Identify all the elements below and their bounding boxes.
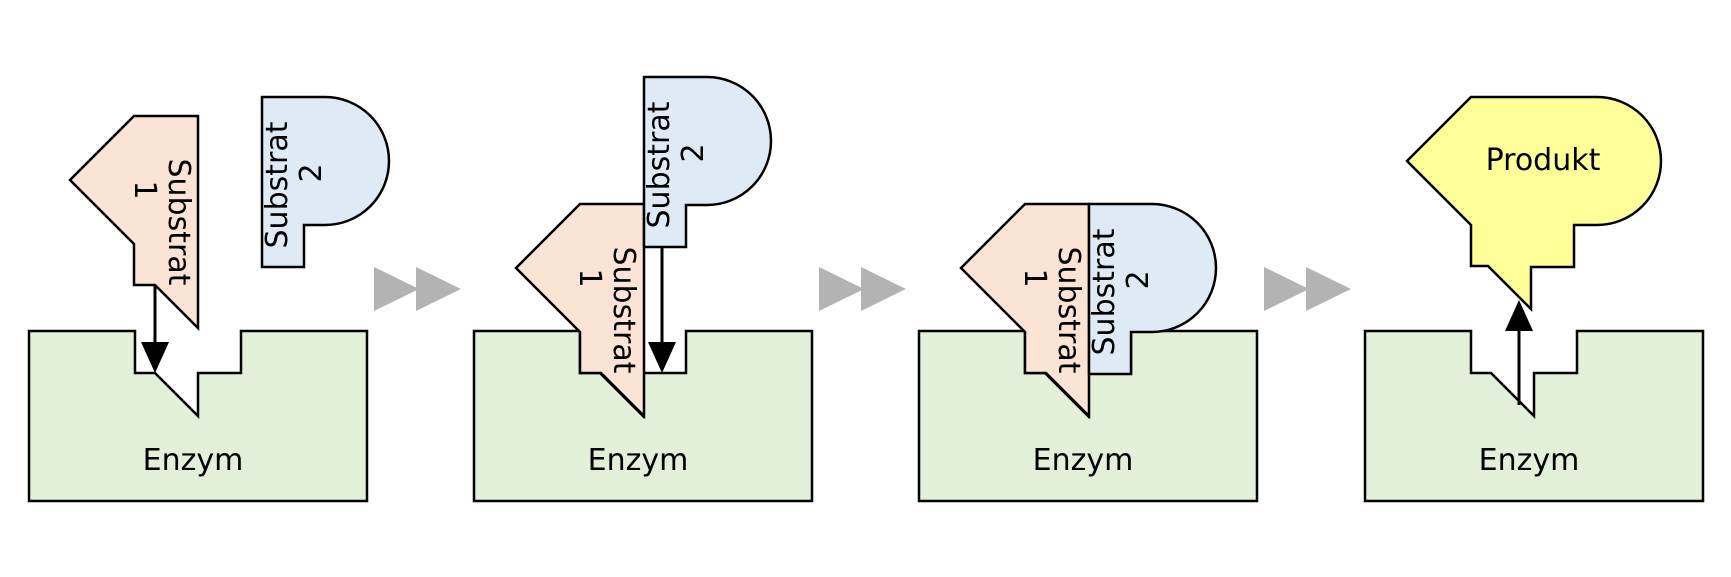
substrate-2-label: Substrat 2 — [260, 121, 329, 248]
product-shape — [1405, 95, 1663, 311]
substrate-2-label: Substrat 2 — [1087, 228, 1156, 355]
substrate-1-label: Substrat 1 — [127, 159, 196, 286]
substrate-1-label: Substrat 1 — [1017, 247, 1086, 374]
svg-text:2: 2 — [676, 143, 711, 162]
svg-text:2: 2 — [1121, 270, 1156, 289]
binding-arrowhead-2 — [648, 342, 676, 373]
panel-2: Enzym Substrat 1 Substrat 2 — [472, 75, 814, 503]
panel-1: Enzym Substrat 1 Substrat 2 — [27, 95, 391, 503]
svg-text:Substrat: Substrat — [260, 121, 295, 248]
substrate-2-label: Substrat 2 — [642, 101, 711, 228]
svg-text:Substrat: Substrat — [1087, 228, 1122, 355]
enzyme-label: Enzym — [143, 443, 244, 478]
panel-4: Enzym Produkt — [1363, 95, 1705, 503]
step-arrow-1 — [374, 267, 461, 311]
svg-text:Substrat: Substrat — [642, 101, 677, 228]
svg-text:Substrat: Substrat — [161, 159, 196, 286]
svg-text:Substrat: Substrat — [1051, 247, 1086, 374]
substrate-1-label: Substrat 1 — [572, 247, 641, 374]
enzyme-label: Enzym — [588, 443, 689, 478]
svg-text:1: 1 — [572, 268, 607, 287]
enzyme-label: Enzym — [1479, 443, 1580, 478]
release-arrowhead — [1505, 300, 1533, 331]
step-arrow-3 — [1264, 267, 1351, 311]
svg-text:1: 1 — [127, 180, 162, 199]
enzyme-label: Enzym — [1033, 443, 1134, 478]
binding-arrowhead-1 — [141, 342, 169, 373]
product-label: Produkt — [1486, 143, 1601, 178]
svg-text:1: 1 — [1017, 268, 1052, 287]
panel-3: Enzym Substrat 1 Substrat 2 — [917, 202, 1259, 503]
svg-text:Substrat: Substrat — [606, 247, 641, 374]
svg-text:2: 2 — [294, 163, 329, 182]
step-arrow-2 — [819, 267, 906, 311]
